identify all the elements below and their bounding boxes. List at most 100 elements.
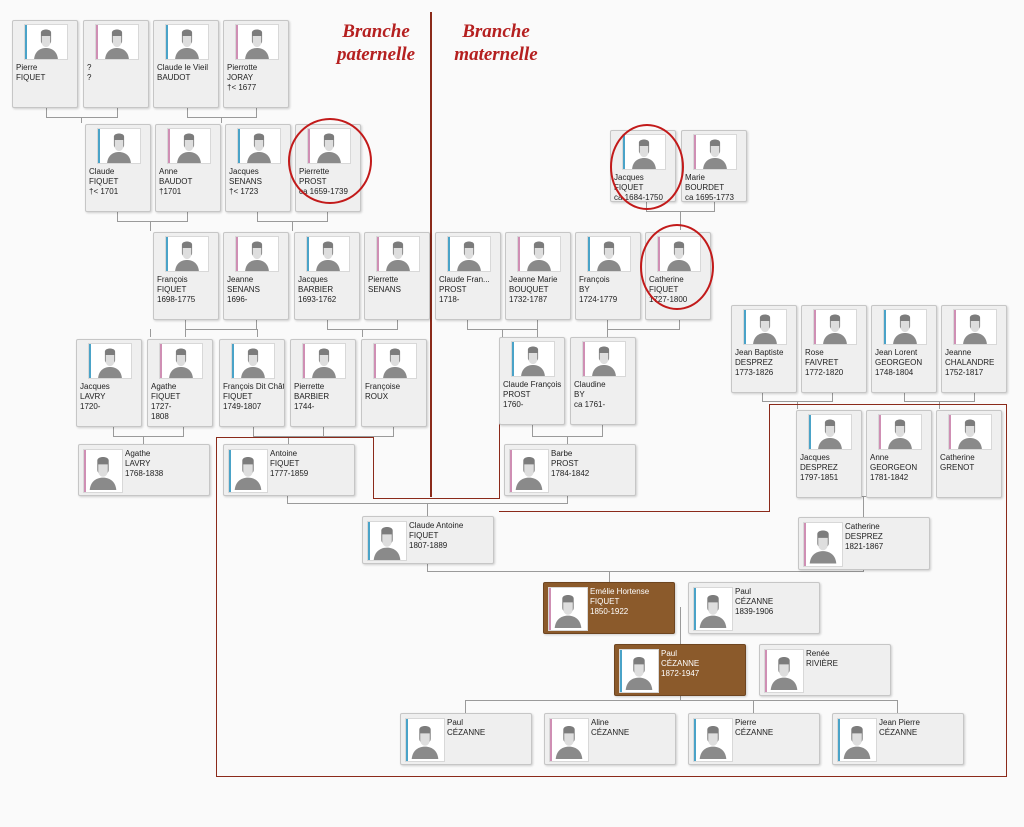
person-card[interactable]: Jacques DESPREZ 1797-1851 bbox=[796, 410, 862, 498]
connector-line bbox=[327, 210, 328, 222]
connector-line bbox=[427, 571, 863, 572]
connector-line bbox=[117, 221, 187, 222]
silhouette-icon bbox=[93, 344, 127, 378]
person-card[interactable]: Claude le Vieil BAUDOT bbox=[153, 20, 219, 108]
gender-bar bbox=[765, 650, 767, 692]
gender-bar bbox=[160, 344, 162, 378]
person-name: Claude le Vieil BAUDOT bbox=[157, 63, 208, 82]
connector-line bbox=[567, 436, 568, 444]
silhouette-icon bbox=[368, 522, 406, 560]
person-avatar bbox=[302, 343, 346, 379]
person-avatar bbox=[808, 414, 852, 450]
person-avatar bbox=[693, 587, 733, 631]
connector-line bbox=[185, 329, 186, 337]
person-card[interactable]: François FIQUET 1698-1775 bbox=[153, 232, 219, 320]
silhouette-icon bbox=[172, 129, 206, 163]
person-card[interactable]: Claudine BY ca 1761- bbox=[570, 337, 636, 425]
gender-bar bbox=[236, 237, 238, 271]
connector-line bbox=[939, 401, 940, 409]
person-card[interactable]: Paul CÉZANNE 1839-1906 bbox=[688, 582, 820, 634]
silhouette-icon bbox=[240, 237, 274, 271]
person-avatar bbox=[509, 449, 549, 493]
person-avatar bbox=[883, 309, 927, 345]
person-avatar bbox=[159, 343, 203, 379]
silhouette-icon bbox=[406, 721, 444, 759]
person-card[interactable]: Jacques BARBIER 1693-1762 bbox=[294, 232, 360, 320]
connector-line bbox=[602, 425, 603, 437]
person-card[interactable]: Françoise ROUX bbox=[361, 339, 427, 427]
gender-bar bbox=[168, 129, 170, 163]
person-card[interactable]: Jean Lorent GEORGEON 1748-1804 bbox=[871, 305, 937, 393]
person-name: Claude Fran... PROST 1718- bbox=[439, 275, 490, 304]
person-avatar bbox=[237, 128, 281, 164]
person-card[interactable]: Antoine FIQUET 1777-1859 bbox=[223, 444, 355, 496]
connector-line bbox=[113, 425, 114, 437]
connector-line bbox=[143, 436, 144, 444]
silhouette-icon bbox=[170, 25, 204, 59]
person-avatar bbox=[373, 343, 417, 379]
gender-bar bbox=[229, 450, 231, 492]
person-card[interactable]: François Dit Chât FIQUET 1749-1807 bbox=[219, 339, 285, 427]
person-card[interactable]: Pierre CÉZANNE bbox=[688, 713, 820, 765]
person-avatar bbox=[582, 341, 626, 377]
person-card[interactable]: Jeanne SENANS 1696- bbox=[223, 232, 289, 320]
person-card[interactable]: Agathe LAVRY 1768-1838 bbox=[78, 444, 210, 496]
person-card[interactable]: ? ? bbox=[83, 20, 149, 108]
person-card[interactable]: Pierrette SENANS bbox=[364, 232, 430, 320]
person-card[interactable]: Paul CÉZANNE bbox=[400, 713, 532, 765]
connector-line bbox=[467, 318, 468, 330]
person-card[interactable]: Agathe FIQUET 1727- 1808 bbox=[147, 339, 213, 427]
person-card[interactable]: Jean Baptiste DESPREZ 1773-1826 bbox=[731, 305, 797, 393]
person-name: Renée RIVIÈRE bbox=[806, 649, 839, 668]
person-card[interactable]: Barbe PROST 1784-1842 bbox=[504, 444, 636, 496]
connector-line bbox=[323, 425, 324, 437]
person-card[interactable]: Aline CÉZANNE bbox=[544, 713, 676, 765]
person-card[interactable]: Catherine DESPREZ 1821-1867 bbox=[798, 517, 930, 570]
gender-bar bbox=[694, 719, 696, 761]
person-card[interactable]: Paul CÉZANNE 1872-1947 bbox=[614, 644, 746, 696]
connector-line bbox=[714, 200, 715, 212]
connector-line bbox=[256, 106, 257, 118]
person-card[interactable]: Pierrotte JORAY †< 1677 bbox=[223, 20, 289, 108]
person-avatar bbox=[367, 521, 407, 561]
connector-line bbox=[680, 607, 681, 644]
person-name: Antoine FIQUET 1777-1859 bbox=[270, 449, 309, 478]
person-card[interactable]: Catherine GRENOT bbox=[936, 410, 1002, 498]
silhouette-icon bbox=[958, 310, 992, 344]
person-avatar bbox=[405, 718, 445, 762]
person-card[interactable]: Jeanne Marie BOUQUET 1732-1787 bbox=[505, 232, 571, 320]
person-card[interactable]: Jeanne CHALANDRE 1752-1817 bbox=[941, 305, 1007, 393]
person-card[interactable]: Jacques LAVRY 1720- bbox=[76, 339, 142, 427]
person-card[interactable]: Claude FIQUET †< 1701 bbox=[85, 124, 151, 212]
person-avatar bbox=[228, 449, 268, 493]
person-card[interactable]: Emélie Hortense FIQUET 1850-1922 bbox=[543, 582, 675, 634]
gender-bar bbox=[166, 237, 168, 271]
person-name: Pierre CÉZANNE bbox=[735, 718, 774, 737]
silhouette-icon bbox=[164, 344, 198, 378]
connector-line bbox=[465, 700, 897, 701]
connector-line bbox=[187, 106, 188, 118]
person-card[interactable]: Anne BAUDOT †1701 bbox=[155, 124, 221, 212]
person-card[interactable]: Jean Pierre CÉZANNE bbox=[832, 713, 964, 765]
person-card[interactable]: Anne GEORGEON 1781-1842 bbox=[866, 410, 932, 498]
person-avatar bbox=[231, 343, 275, 379]
gender-bar bbox=[232, 344, 234, 378]
person-card[interactable]: Marie BOURDET ca 1695-1773 bbox=[681, 130, 747, 202]
gender-bar bbox=[549, 588, 551, 630]
silhouette-icon bbox=[84, 452, 122, 490]
connector-line bbox=[502, 329, 503, 337]
gender-bar bbox=[84, 450, 86, 492]
person-card[interactable]: Renée RIVIÈRE bbox=[759, 644, 891, 696]
person-avatar bbox=[813, 309, 857, 345]
person-card[interactable]: Jacques SENANS †< 1723 bbox=[225, 124, 291, 212]
person-card[interactable]: Rose FAIVRET 1772-1820 bbox=[801, 305, 867, 393]
person-name: Barbe PROST 1784-1842 bbox=[551, 449, 590, 478]
person-card[interactable]: Claude Fran... PROST 1718- bbox=[435, 232, 501, 320]
person-name: François BY 1724-1779 bbox=[579, 275, 618, 304]
person-card[interactable]: Claude François PROST 1760- bbox=[499, 337, 565, 425]
person-avatar bbox=[803, 522, 843, 567]
person-card[interactable]: François BY 1724-1779 bbox=[575, 232, 641, 320]
person-card[interactable]: Pierrette BARBIER 1744- bbox=[290, 339, 356, 427]
person-card[interactable]: Claude Antoine FIQUET 1807-1889 bbox=[362, 516, 494, 564]
person-card[interactable]: Pierre FIQUET bbox=[12, 20, 78, 108]
